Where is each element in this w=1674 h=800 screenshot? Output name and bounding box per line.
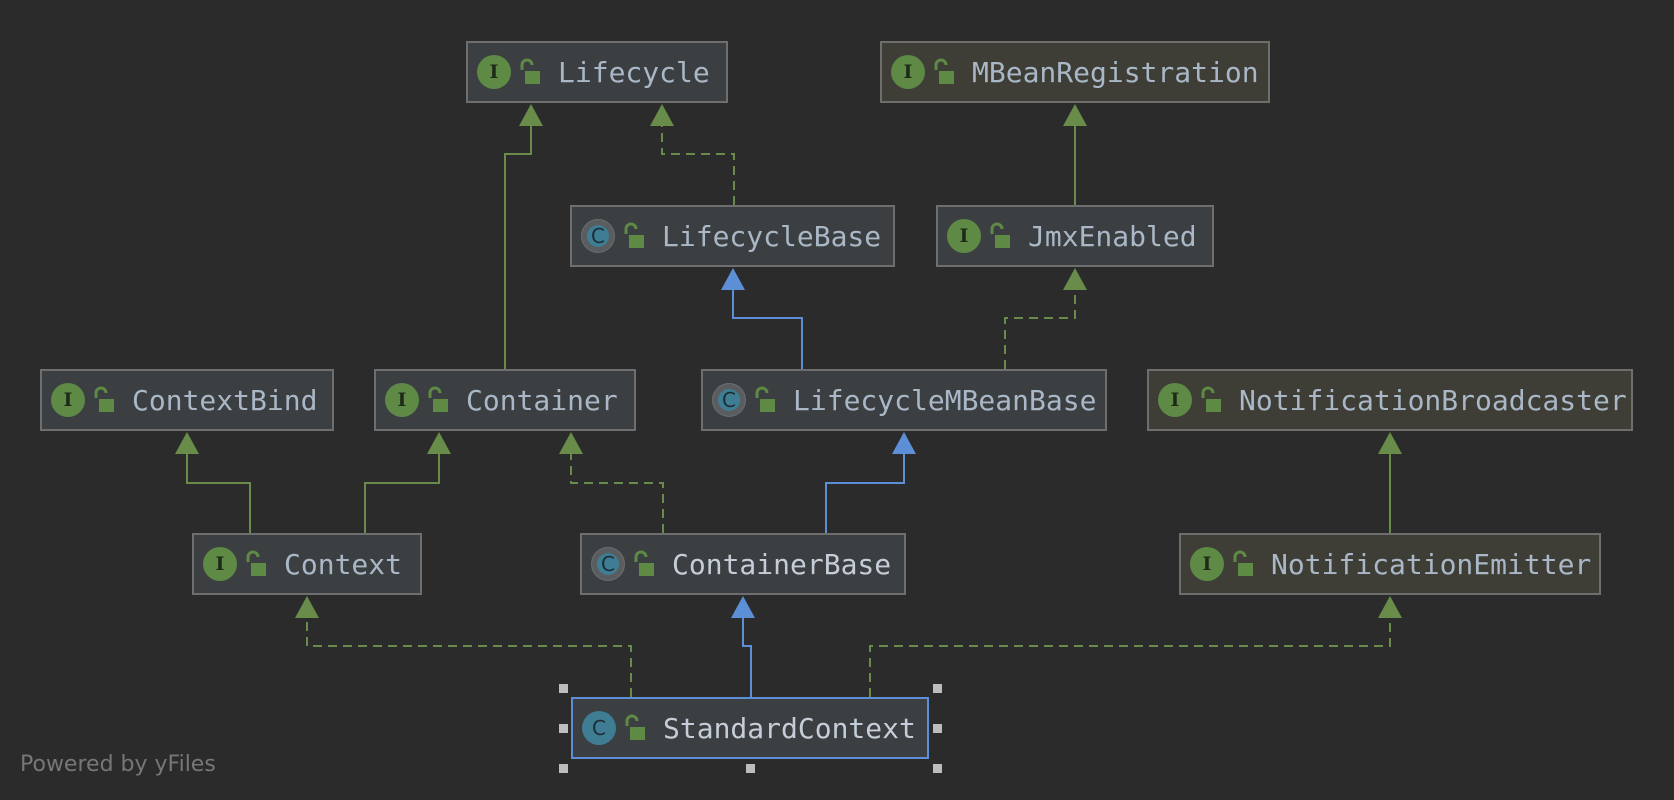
node-context[interactable]: I Context [192,533,422,595]
node-label: MBeanRegistration [972,55,1259,89]
arrowhead-notificationbroadcaster [1378,432,1402,454]
interface-icon: I [1158,383,1192,417]
edge-standardcontext-context [306,618,632,697]
edge-standardcontext-notificationemitter [869,618,1391,697]
node-context-bind[interactable]: I ContextBind [40,369,334,431]
interface-icon: I [1190,547,1224,581]
open-lock-icon [990,222,1010,248]
abstract-class-icon: C [591,547,625,581]
node-container[interactable]: I Container [374,369,636,431]
edge-container-lifecycle [504,126,532,369]
interface-icon: I [203,547,237,581]
interface-icon: I [385,383,419,417]
interface-icon: I [947,219,981,253]
edge-lifecyclebase-lifecycle [661,126,735,205]
node-label: NotificationBroadcaster [1239,383,1627,417]
open-lock-icon [520,58,540,84]
open-lock-icon [625,714,645,740]
arrowhead-lifecyclebase [721,268,745,290]
node-container-base[interactable]: C ContainerBase [580,533,906,595]
edge-lifecyclembeanbase-jmxenabled [1004,290,1076,369]
node-mbean-registration[interactable]: I MBeanRegistration [880,41,1270,103]
yfiles-watermark: Powered by yFiles [20,752,216,777]
node-notification-emitter[interactable]: I NotificationEmitter [1179,533,1601,595]
selection-handle-left[interactable] [559,724,568,733]
edge-containerbase-lifecyclembeanbase [825,454,905,533]
node-lifecycle-mbean-base[interactable]: C LifecycleMBeanBase [701,369,1107,431]
open-lock-icon [624,222,644,248]
open-lock-icon [246,550,266,576]
arrowhead-jmxenabled [1063,268,1087,290]
node-notification-broadcaster[interactable]: I NotificationBroadcaster [1147,369,1633,431]
arrowhead-lifecycle-right [650,104,674,126]
selection-handle-top-right[interactable] [933,684,942,693]
node-label: JmxEnabled [1028,219,1197,253]
open-lock-icon [1201,386,1221,412]
node-label: LifecycleBase [662,219,882,253]
open-lock-icon [934,58,954,84]
edge-standardcontext-containerbase [742,618,752,697]
edge-context-container [364,454,440,533]
arrowhead-containerbase [731,596,755,618]
open-lock-icon [755,386,775,412]
arrowhead-mbeanregistration [1063,104,1087,126]
arrowhead-context [295,596,319,618]
arrowhead-container-left [427,432,451,454]
node-label: ContainerBase [672,547,892,581]
interface-icon: I [891,55,925,89]
arrowhead-lifecyclembeanbase [892,432,916,454]
arrowhead-container-right [559,432,583,454]
node-label: Context [284,547,403,581]
node-label: LifecycleMBeanBase [793,383,1097,417]
arrowhead-notificationemitter [1378,596,1402,618]
node-lifecycle[interactable]: I Lifecycle [466,41,728,103]
edge-lifecyclembeanbase-lifecyclebase [732,290,803,369]
selection-handle-top-left[interactable] [559,684,568,693]
open-lock-icon [94,386,114,412]
class-icon: C [582,711,616,745]
arrowhead-lifecycle-left [519,104,543,126]
open-lock-icon [1233,550,1253,576]
node-standard-context[interactable]: C StandardContext [571,697,929,759]
arrowhead-contextbind [175,432,199,454]
node-label: StandardContext [663,711,916,745]
edge-context-contextbind [186,454,251,533]
abstract-class-icon: C [581,219,615,253]
interface-icon: I [51,383,85,417]
selection-handle-right[interactable] [933,724,942,733]
open-lock-icon [428,386,448,412]
open-lock-icon [634,550,654,576]
selection-handle-bottom[interactable] [746,764,755,773]
node-jmx-enabled[interactable]: I JmxEnabled [936,205,1214,267]
selection-handle-bottom-left[interactable] [559,764,568,773]
node-label: Lifecycle [558,55,710,89]
edge-containerbase-container [570,454,664,533]
abstract-class-icon: C [712,383,746,417]
node-label: ContextBind [132,383,318,417]
node-label: NotificationEmitter [1271,547,1592,581]
selection-handle-bottom-right[interactable] [933,764,942,773]
interface-icon: I [477,55,511,89]
node-lifecycle-base[interactable]: C LifecycleBase [570,205,895,267]
node-label: Container [466,383,618,417]
